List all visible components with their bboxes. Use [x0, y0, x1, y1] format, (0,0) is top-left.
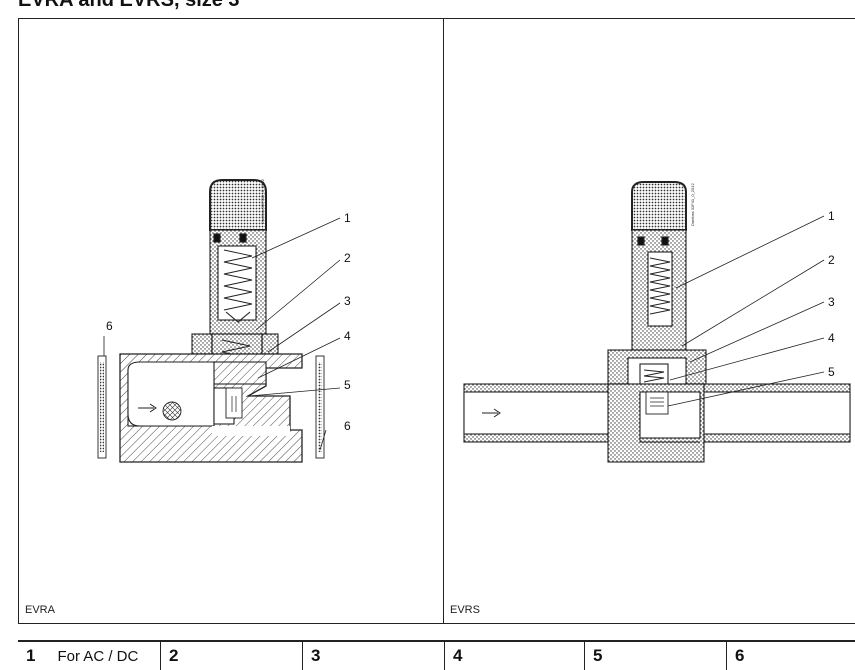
legend-cell: 6 [726, 642, 855, 670]
callout-6: 6 [106, 319, 113, 333]
legend-cell: 4 [444, 642, 585, 670]
drawing-code: Danfoss 32F009_8_2012 [260, 178, 265, 224]
legend-number: 2 [169, 646, 179, 665]
panel-label-evrs: EVRS [450, 604, 480, 616]
legend-cell: 1 For AC / DC [18, 642, 158, 670]
evrs-callouts: 1 2 3 4 5 Danfoss 32F41_0_2012 [690, 183, 835, 379]
drawing-frame [18, 18, 855, 624]
legend-description: For AC / DC [57, 647, 139, 665]
callout-2-evrs: 2 [828, 253, 835, 267]
callout-2: 2 [344, 251, 351, 265]
panel-label-evra: EVRA [25, 604, 55, 616]
legend-cell: 3 [302, 642, 443, 670]
evra-drawing [97, 179, 341, 463]
legend-number: 4 [453, 646, 463, 665]
evrs-drawing [463, 181, 851, 463]
evra-callouts: 1 2 3 4 5 6 6 Danfoss 32F009_8_2012 [106, 178, 351, 433]
callout-4-evrs: 4 [828, 331, 835, 345]
legend-number: 6 [735, 646, 745, 665]
callout-1-evrs: 1 [828, 209, 835, 223]
callout-3: 3 [344, 294, 351, 308]
legend-number: 3 [311, 646, 321, 665]
page-heading: EVRA and EVRS, size 3 [18, 0, 240, 11]
legend-table: 1 For AC / DC 2 3 4 5 6 [18, 640, 855, 670]
panel-divider [443, 18, 444, 623]
callout-5-evrs: 5 [828, 365, 835, 379]
drawing-code-evrs: Danfoss 32F41_0_2012 [690, 183, 695, 226]
callout-3-evrs: 3 [828, 295, 835, 309]
callout-5: 5 [344, 378, 351, 392]
legend-cell: 5 [584, 642, 725, 670]
legend-cell: 2 [160, 642, 301, 670]
legend-number: 1 [26, 646, 36, 665]
callout-1: 1 [344, 211, 351, 225]
callout-6b: 6 [344, 419, 351, 433]
legend-number: 5 [593, 646, 603, 665]
callout-4: 4 [344, 329, 351, 343]
